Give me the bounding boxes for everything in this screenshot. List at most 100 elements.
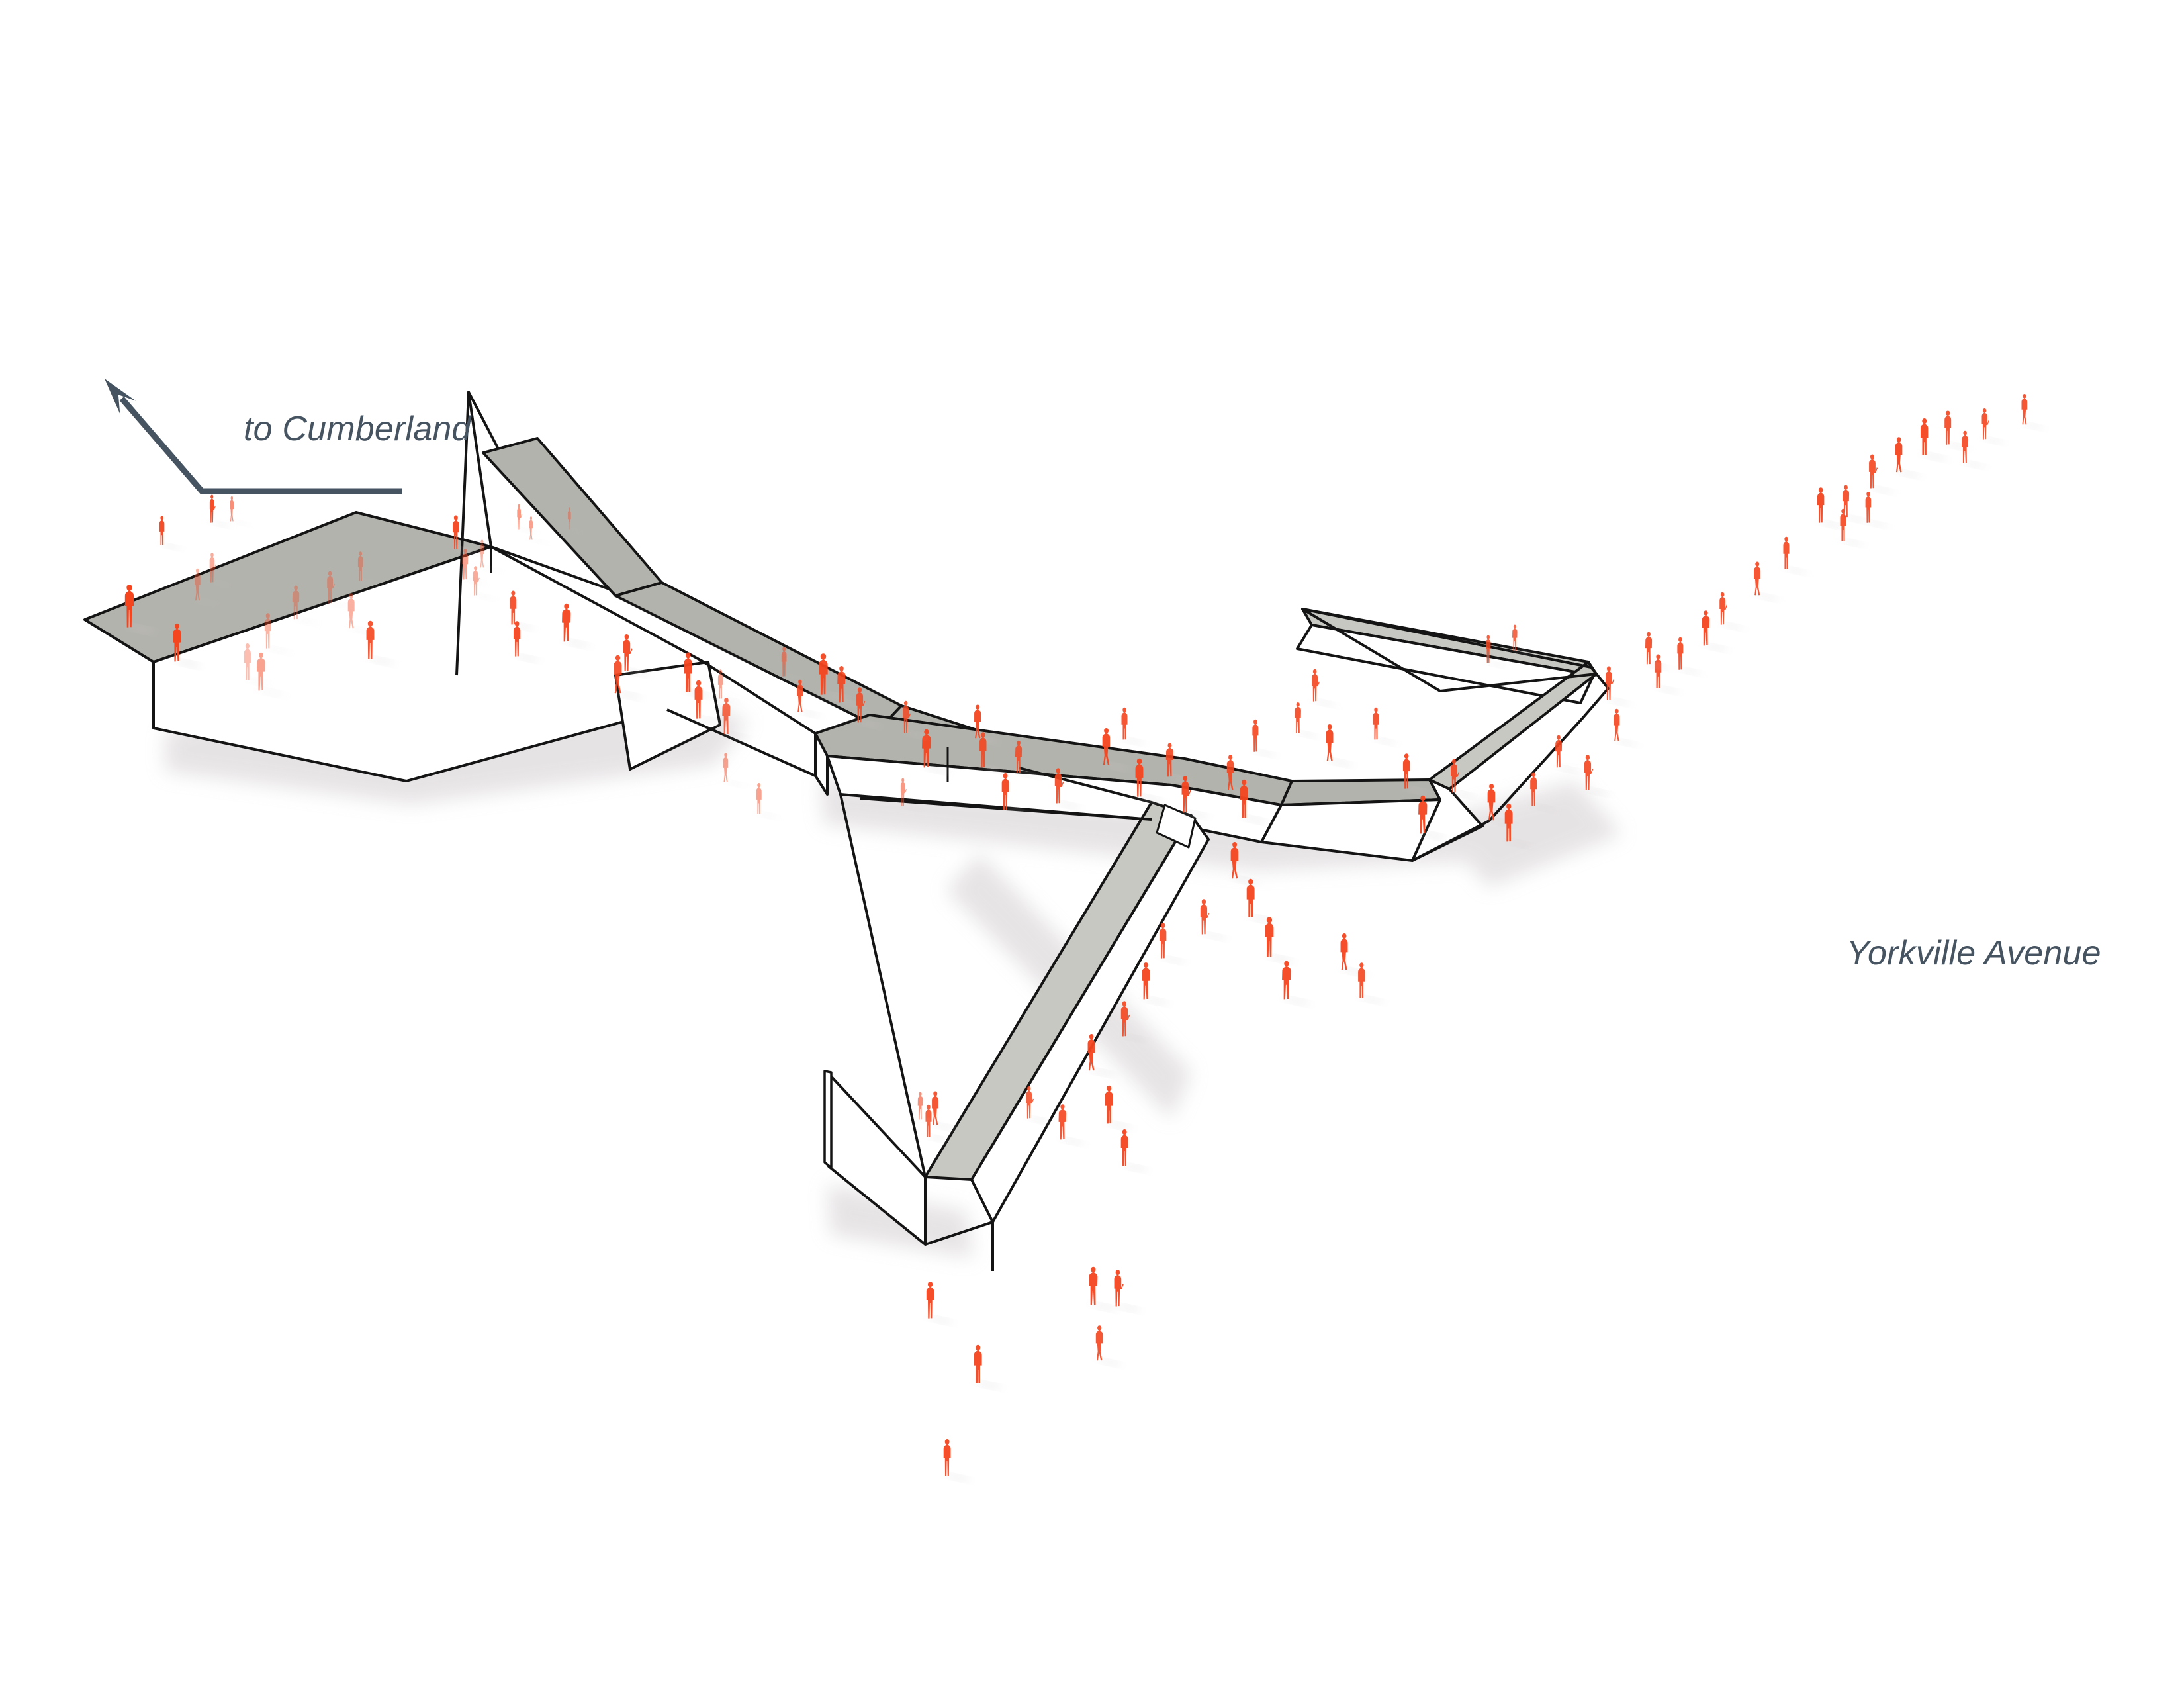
figure-shadow — [1123, 1164, 1148, 1171]
person-figure — [1121, 707, 1128, 740]
figure-shadow — [1657, 686, 1680, 693]
person-figure — [1340, 933, 1348, 970]
figure-shadow — [615, 691, 642, 699]
person-figure — [1358, 962, 1365, 998]
figure-shadow — [902, 804, 921, 810]
edge-spine-to-ridge — [1019, 767, 1152, 804]
person-figure — [357, 551, 363, 581]
figure-shadow — [1844, 516, 1867, 522]
person-figure — [1135, 758, 1144, 797]
east-v-wing — [1260, 608, 1610, 862]
person-figure — [2021, 393, 2028, 425]
person-figure — [562, 603, 571, 642]
person-figure — [159, 516, 165, 545]
figure-shadow — [1405, 787, 1429, 794]
figure-shadow — [127, 625, 156, 633]
person-figure — [195, 568, 201, 601]
figure-shadow — [1487, 661, 1506, 667]
figure-shadow — [981, 766, 1005, 773]
figure-shadow — [1061, 1138, 1085, 1145]
person-figure — [1120, 1001, 1130, 1037]
label-to-cumberland: to Cumberland — [244, 410, 471, 448]
edge-peak-left — [455, 391, 470, 676]
figure-shadow — [1871, 487, 1894, 493]
person-figure — [1840, 508, 1846, 541]
figure-shadow — [934, 1123, 957, 1130]
person-figure — [974, 1344, 982, 1383]
figure-shadow — [464, 578, 485, 584]
person-figure — [623, 634, 633, 671]
person-figure — [903, 700, 911, 733]
person-figure — [1026, 1086, 1034, 1119]
person-figure — [1265, 917, 1274, 957]
figure-shadow — [1785, 567, 1807, 574]
figure-shadow — [696, 716, 723, 724]
person-figure — [1312, 669, 1320, 702]
person-figure — [797, 679, 803, 712]
figure-shadow — [1897, 471, 1921, 477]
figure-shadow — [1098, 1359, 1122, 1366]
person-figure — [462, 548, 469, 580]
person-figure — [1295, 702, 1301, 733]
figure-shadow — [1867, 521, 1888, 527]
person-figure — [1869, 454, 1878, 489]
figure-shadow — [1017, 771, 1040, 778]
figure-shadow — [1608, 698, 1631, 705]
person-figure — [1142, 962, 1150, 1000]
edge-south-branch — [839, 794, 927, 1178]
figure-shadow — [1184, 811, 1209, 818]
figure-shadow — [1091, 1303, 1117, 1311]
person-figure — [1645, 632, 1653, 665]
person-figure — [230, 496, 234, 522]
figure-shadow — [1420, 831, 1447, 839]
person-figure — [1159, 923, 1167, 959]
west-secondary-panel — [614, 661, 721, 771]
figure-shadow — [758, 812, 779, 818]
person-figure — [1226, 755, 1234, 790]
person-figure — [1095, 1325, 1103, 1361]
person-figure — [856, 687, 866, 723]
person-figure — [781, 647, 787, 677]
person-figure — [244, 643, 251, 680]
person-figure — [1087, 1034, 1095, 1071]
figure-shadow — [161, 543, 181, 549]
person-figure — [943, 1439, 951, 1476]
figure-shadow — [329, 602, 351, 608]
figure-shadow — [927, 1135, 950, 1142]
person-figure — [1606, 666, 1615, 700]
person-figure — [1181, 776, 1191, 813]
to-cumberland-arrow — [105, 379, 402, 494]
label-yorkville-avenue: Yorkville Avenue — [1846, 934, 2101, 972]
figure-shadow — [946, 1474, 971, 1481]
figure-shadow — [1242, 816, 1268, 823]
person-figure — [1865, 491, 1872, 523]
south-wing-bottom-edge — [925, 1221, 994, 1271]
figure-shadow — [232, 520, 249, 525]
person-figure — [1246, 878, 1255, 917]
figure-shadow — [1123, 1035, 1147, 1041]
figure-shadow — [919, 1118, 938, 1124]
figure-shadow — [1721, 623, 1744, 630]
person-figure — [513, 621, 521, 657]
figure-shadow — [929, 1317, 954, 1323]
person-figure — [1817, 487, 1825, 523]
figure-shadow — [2023, 423, 2044, 429]
person-figure — [1783, 536, 1790, 569]
figure-shadow — [1314, 700, 1336, 706]
person-figure — [974, 704, 981, 739]
south-wing-notch — [1156, 804, 1197, 849]
person-figure — [453, 515, 459, 549]
central-ridge-west-end — [814, 732, 829, 796]
figure-shadow — [1647, 663, 1670, 669]
person-figure — [209, 553, 216, 583]
person-figure — [1165, 743, 1173, 777]
person-figure — [1282, 961, 1291, 1000]
figure-shadow — [1161, 957, 1185, 963]
figure-shadow — [1375, 738, 1397, 745]
figure-shadow — [1123, 738, 1146, 745]
arrow-shaft — [119, 397, 402, 494]
figure-shadow — [1203, 933, 1226, 939]
person-figure — [1487, 784, 1496, 821]
